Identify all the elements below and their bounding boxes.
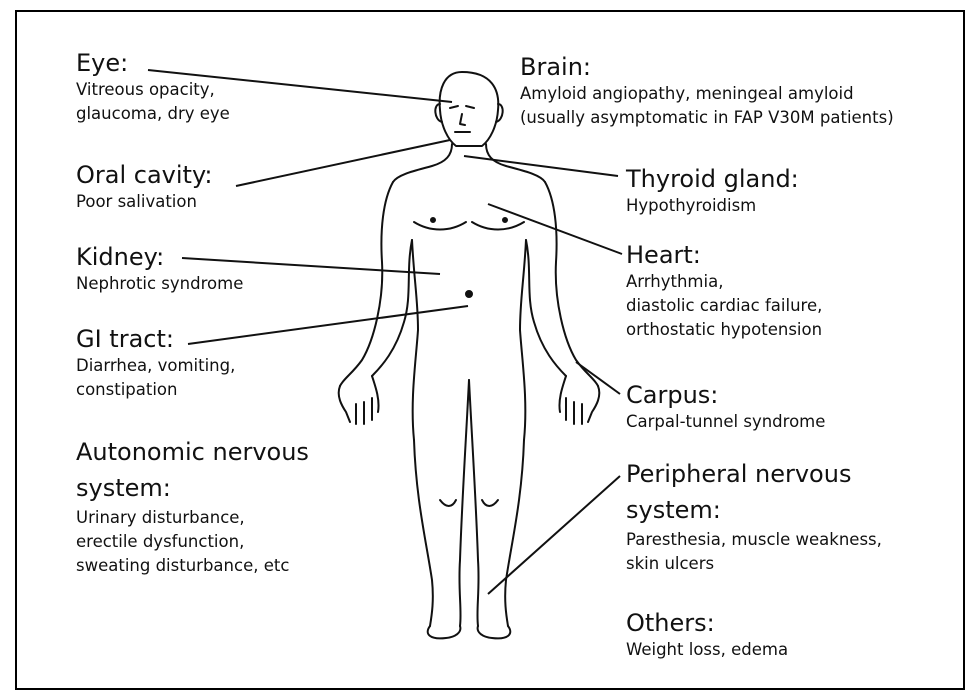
label-heart-line-1: Arrhythmia, — [626, 270, 822, 294]
label-eye-line-1: Vitreous opacity, — [76, 78, 230, 102]
leader-line-oral — [236, 140, 450, 186]
leader-line-thyroid — [464, 156, 618, 176]
label-thyroid-title: Thyroid gland: — [626, 164, 799, 194]
label-autonomic-nervous-system: Autonomic nervous system: Urinary distur… — [76, 434, 309, 578]
label-autonomic-line-2: erectile dysfunction, — [76, 530, 309, 554]
label-peripheral-line-1: Paresthesia, muscle weakness, — [626, 528, 882, 552]
label-kidney: Kidney: Nephrotic syndrome — [76, 242, 243, 296]
label-gi-line-1: Diarrhea, vomiting, — [76, 354, 235, 378]
label-gi-title: GI tract: — [76, 324, 235, 354]
label-others-title: Others: — [626, 608, 788, 638]
label-eye-title: Eye: — [76, 48, 230, 78]
label-thyroid-line-1: Hypothyroidism — [626, 194, 799, 218]
label-heart: Heart: Arrhythmia, diastolic cardiac fai… — [626, 240, 822, 342]
label-kidney-title: Kidney: — [76, 242, 243, 272]
label-peripheral-title-2: system: — [626, 492, 882, 528]
label-heart-line-3: orthostatic hypotension — [626, 318, 822, 342]
label-peripheral-line-2: skin ulcers — [626, 552, 882, 576]
label-autonomic-title-1: Autonomic nervous — [76, 434, 309, 470]
label-brain-line-1: Amyloid angiopathy, meningeal amyloid — [520, 82, 894, 106]
leader-line-peripheral — [488, 476, 620, 594]
label-others: Others: Weight loss, edema — [626, 608, 788, 662]
label-brain-line-2: (usually asymptomatic in FAP V30M patien… — [520, 106, 894, 130]
label-eye: Eye: Vitreous opacity, glaucoma, dry eye — [76, 48, 230, 126]
label-eye-line-2: glaucoma, dry eye — [76, 102, 230, 126]
label-gi-line-2: constipation — [76, 378, 235, 402]
label-brain: Brain: Amyloid angiopathy, meningeal amy… — [520, 52, 894, 130]
label-thyroid-gland: Thyroid gland: Hypothyroidism — [626, 164, 799, 218]
label-peripheral-nervous-system: Peripheral nervous system: Paresthesia, … — [626, 456, 882, 576]
label-carpus-title: Carpus: — [626, 380, 825, 410]
label-gi-tract: GI tract: Diarrhea, vomiting, constipati… — [76, 324, 235, 402]
label-oral-title: Oral cavity: — [76, 160, 213, 190]
label-oral-cavity: Oral cavity: Poor salivation — [76, 160, 213, 214]
label-autonomic-title-2: system: — [76, 470, 309, 506]
label-peripheral-title-1: Peripheral nervous — [626, 456, 882, 492]
label-carpus: Carpus: Carpal-tunnel syndrome — [626, 380, 825, 434]
label-brain-title: Brain: — [520, 52, 894, 82]
label-autonomic-line-3: sweating disturbance, etc — [76, 554, 309, 578]
label-heart-title: Heart: — [626, 240, 822, 270]
label-autonomic-line-1: Urinary disturbance, — [76, 506, 309, 530]
label-heart-line-2: diastolic cardiac failure, — [626, 294, 822, 318]
label-others-line-1: Weight loss, edema — [626, 638, 788, 662]
label-oral-line-1: Poor salivation — [76, 190, 213, 214]
label-carpus-line-1: Carpal-tunnel syndrome — [626, 410, 825, 434]
label-kidney-line-1: Nephrotic syndrome — [76, 272, 243, 296]
